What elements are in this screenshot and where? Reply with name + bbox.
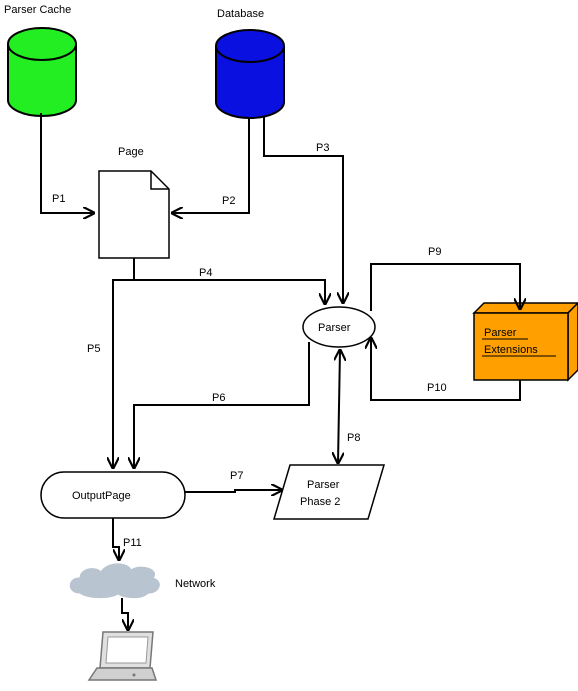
parser-node: Parser: [302, 306, 376, 348]
database-node: Database: [215, 8, 285, 119]
parser-cache-top: [7, 27, 77, 61]
edge-p11-label: P11: [123, 537, 142, 549]
parser-phase2-shape: [272, 464, 386, 520]
page-node: Page: [98, 146, 170, 259]
edge-p6-label: P6: [212, 392, 225, 404]
parser-extensions-line1: Parser: [484, 327, 517, 339]
edge-p7: P7: [185, 470, 282, 492]
edge-p6: P6: [134, 342, 310, 468]
edge-p5-label: P5: [87, 343, 100, 355]
edge-p4: P4: [133, 258, 325, 304]
parser-cache-node: Parser Cache: [4, 4, 77, 117]
parser-extensions-top: [472, 302, 578, 314]
parser-label: Parser: [318, 322, 351, 334]
output-page-label: OutputPage: [72, 490, 131, 502]
database-top: [215, 29, 285, 63]
edge-p10: P10: [371, 338, 521, 401]
edge-network-laptop: [121, 598, 128, 630]
network-cloud: [69, 563, 160, 599]
laptop-base: [87, 667, 158, 681]
parser-shape: [302, 306, 376, 348]
parser-phase2-line1: Parser: [307, 479, 340, 491]
edge-p7-label: P7: [230, 470, 243, 482]
network-node: Network: [69, 563, 216, 599]
laptop-indicator: [132, 673, 136, 677]
parser-extensions-side: [567, 301, 578, 382]
page-shape: [98, 170, 170, 259]
edge-p9-label: P9: [428, 246, 441, 258]
edge-p2: P2: [172, 117, 250, 213]
laptop-icon: [87, 631, 158, 681]
parser-extensions-node: Parser Extensions: [472, 301, 578, 382]
parser-phase2-node: Parser Phase 2: [272, 464, 386, 520]
output-page-node: OutputPage: [40, 471, 186, 519]
parser-phase2-line2: Phase 2: [300, 496, 340, 508]
edge-p8-label: P8: [347, 432, 360, 444]
edge-p10-label: P10: [427, 382, 447, 394]
page-fold: [150, 171, 169, 190]
edge-p1: P1: [40, 113, 94, 213]
network-label: Network: [175, 578, 216, 590]
parser-extensions-line2: Extensions: [484, 344, 538, 356]
laptop-screen: [105, 636, 149, 664]
edge-p5: P5: [87, 279, 134, 468]
edge-p8: P8: [338, 350, 360, 463]
edge-p2-label: P2: [222, 195, 235, 207]
edge-p11: P11: [112, 518, 142, 560]
edge-p3: P3: [263, 117, 343, 303]
parser-cache-label: Parser Cache: [4, 4, 71, 16]
edge-p3-label: P3: [316, 142, 329, 154]
edge-p9: P9: [370, 246, 520, 311]
page-label: Page: [118, 146, 144, 158]
edge-p1-label: P1: [52, 193, 65, 205]
edge-p4-label: P4: [199, 267, 212, 279]
database-label: Database: [217, 8, 264, 20]
